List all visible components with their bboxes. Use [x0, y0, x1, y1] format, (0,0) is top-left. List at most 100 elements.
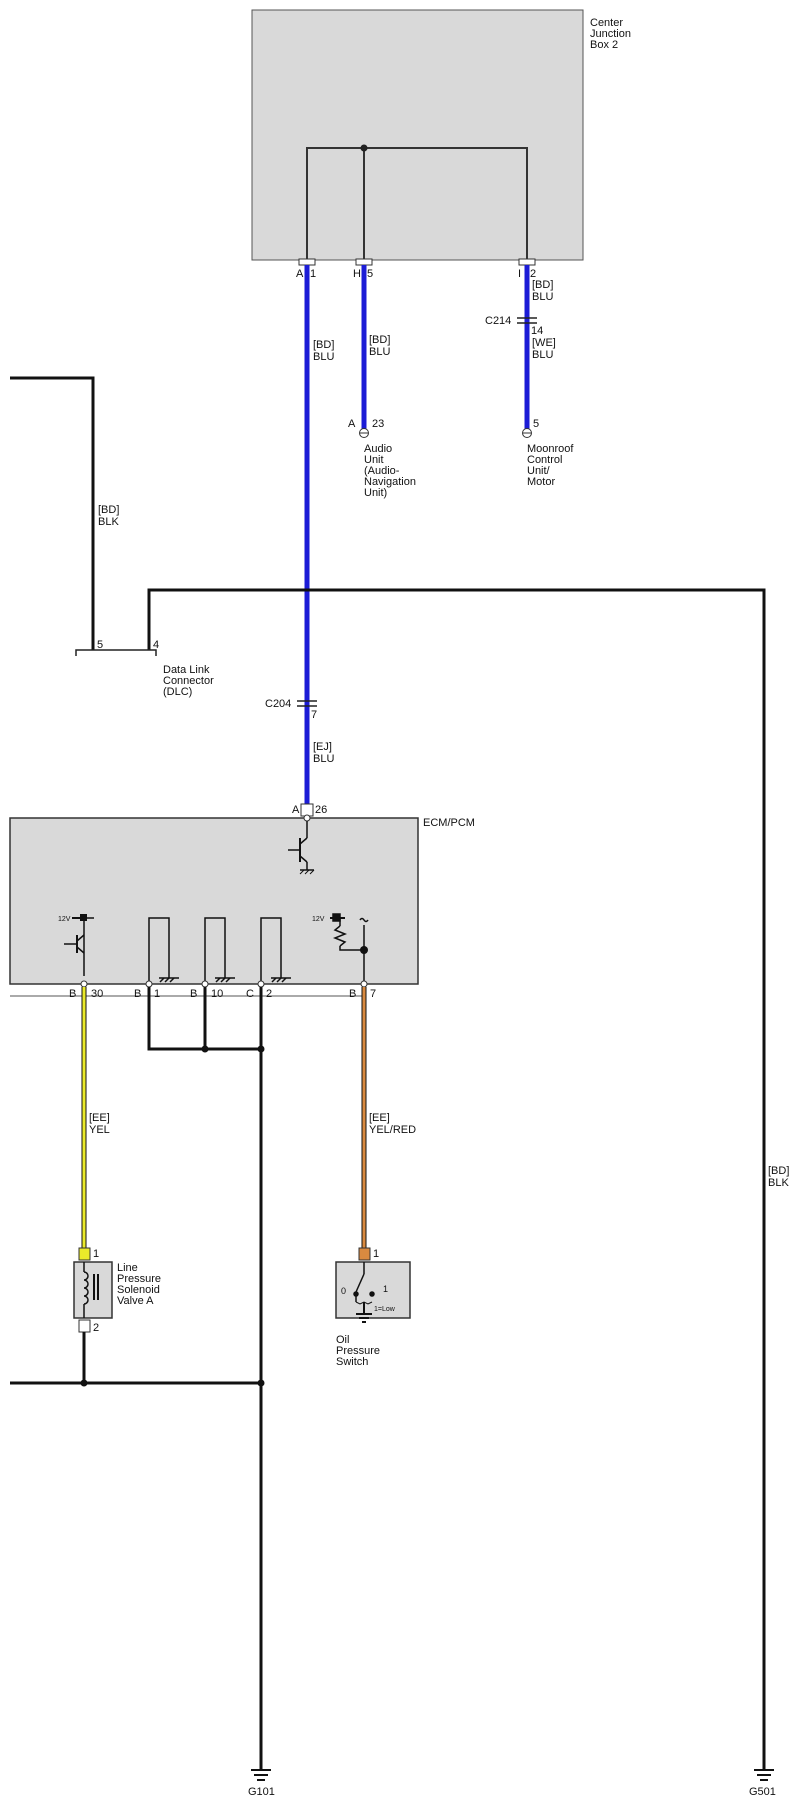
pin-label-i: I: [518, 268, 521, 280]
pin-label-a: A: [296, 268, 304, 280]
solenoid-pin2-connector: [78, 1319, 91, 1333]
dlc-blk-wire-5: [10, 376, 95, 650]
moon-wire-code-2: [WE]: [532, 337, 556, 349]
cjb-pin-a1: [298, 258, 316, 266]
splice-c2: [257, 1045, 265, 1053]
pin-b1-letter: B: [134, 988, 141, 1000]
oil-switch-ground-icon: [356, 1302, 372, 1323]
ecm-label: ECM/PCM: [423, 817, 475, 829]
oil-switch-state-0: 0: [341, 1286, 346, 1296]
moonroof-label-2: Control: [527, 454, 562, 466]
ground-wire-b1: [147, 987, 261, 1051]
splice-ground-bus: [257, 1379, 265, 1387]
c214-label: C214: [485, 315, 511, 327]
ecm-pin-c2-terminal: [257, 980, 265, 988]
oil-switch-pin-1: 1: [373, 1248, 379, 1260]
ecm-pin-a-num: 26: [315, 804, 327, 816]
pin-b7-letter: B: [349, 988, 356, 1000]
moonroof-label-4: Motor: [527, 476, 555, 488]
oil-switch-state-1: 1: [383, 1284, 388, 1294]
pin-num-5: 5: [367, 268, 373, 280]
cjb-label-3: Box 2: [590, 39, 618, 51]
dlc-wire-color: BLK: [98, 516, 119, 528]
oil-switch-label-2: Pressure: [336, 1345, 380, 1357]
oil-switch-legend: 1=Low: [374, 1306, 396, 1313]
audio-label-1: Audio: [364, 443, 392, 455]
ej-wire-color: BLU: [313, 753, 334, 765]
ground-g101-label: G101: [248, 1786, 275, 1798]
audio-label-3: (Audio-: [364, 465, 400, 477]
solenoid-pin-2: 2: [93, 1322, 99, 1334]
solenoid-coil-icon: [83, 1262, 99, 1318]
splice-solenoid: [80, 1379, 88, 1387]
cjb-label-1: Center: [590, 17, 623, 29]
audio-label-2: Unit: [364, 454, 384, 466]
moonroof-label-3: Unit/: [527, 465, 551, 477]
ecm-pin-a26-terminal: [303, 814, 311, 822]
ecm-pin-a-letter: A: [292, 804, 300, 816]
audio-pin-num: 23: [372, 418, 384, 430]
right-wire-color: BLK: [768, 1177, 789, 1189]
blu-wire-main-code: [BD]: [313, 339, 334, 351]
splice-b10: [201, 1045, 209, 1053]
moon-wire-color-2: BLU: [532, 349, 553, 361]
audio-pin-letter: A: [348, 418, 356, 430]
pin-b1-num: 1: [154, 988, 160, 1000]
blu-wire-main-color: BLU: [313, 351, 334, 363]
oil-switch-box: [335, 1261, 411, 1319]
yelred-wire-color: YEL/RED: [369, 1124, 416, 1136]
audio-label-5: Unit): [364, 487, 387, 499]
c214-pin: 14: [531, 325, 543, 337]
ground-g501-icon: [754, 1769, 774, 1781]
cjb-splice-dot: [360, 144, 368, 152]
pin-num-1: 1: [310, 268, 316, 280]
cjb-internal-bus: [306, 147, 528, 262]
c204-label: C204: [265, 698, 291, 710]
audio-wire-code: [BD]: [369, 334, 390, 346]
dlc-connector: [75, 649, 157, 656]
pin-c2-num: 2: [266, 988, 272, 1000]
pin-label-h: H: [353, 268, 361, 280]
solenoid-pin-1: 1: [93, 1248, 99, 1260]
oil-switch-label-1: Oil: [336, 1334, 349, 1346]
oil-switch-connector: [358, 1247, 371, 1261]
solenoid-label-2: Pressure: [117, 1273, 161, 1285]
supply-12v-left: 12V: [58, 916, 71, 923]
yel-wire-color: YEL: [89, 1124, 110, 1136]
ecm-internal-grounds: [148, 917, 291, 983]
ecm-pullup-resistor: [330, 913, 369, 982]
solenoid-label-4: Valve A: [117, 1295, 154, 1307]
supply-12v-right: 12V: [312, 916, 325, 923]
pin-b30-num: 30: [91, 988, 103, 1000]
pin-b7-num: 7: [370, 988, 376, 1000]
audio-label-4: Navigation: [364, 476, 416, 488]
ground-g501-label: G501: [749, 1786, 776, 1798]
pin-b10-num: 10: [211, 988, 223, 1000]
cjb-pin-h5: [355, 258, 373, 266]
dlc-blk-wire-4: [147, 588, 766, 1770]
ecm-transistor-top: [288, 821, 315, 875]
ecm-pin-b1-terminal: [145, 980, 153, 988]
solenoid-label-3: Solenoid: [117, 1284, 160, 1296]
dlc-pin-4: 4: [153, 639, 159, 651]
moonroof-label-1: Moonroof: [527, 443, 574, 455]
ecm-pin-b30-terminal: [80, 980, 88, 988]
pin-b10-letter: B: [190, 988, 197, 1000]
solenoid-pin1-connector: [78, 1247, 91, 1261]
cjb-label-2: Junction: [590, 28, 631, 40]
moon-wire-code-1: [BD]: [532, 279, 553, 291]
pin-num-2: 2: [530, 268, 536, 280]
yel-wire-code: [EE]: [89, 1112, 110, 1124]
ecm-pin-b7-terminal: [360, 980, 368, 988]
c204-pin: 7: [311, 709, 317, 721]
solenoid-label-1: Line: [117, 1262, 138, 1274]
ecm-transistor-left: [64, 914, 94, 976]
pin-c2-letter: C: [246, 988, 254, 1000]
dlc-wire-code: [BD]: [98, 504, 119, 516]
ecm-pin-b10-terminal: [201, 980, 209, 988]
dlc-label-1: Data Link: [163, 664, 210, 676]
ecm-input-junction: [360, 946, 368, 954]
right-wire-code: [BD]: [768, 1165, 789, 1177]
center-junction-box: [251, 9, 584, 261]
